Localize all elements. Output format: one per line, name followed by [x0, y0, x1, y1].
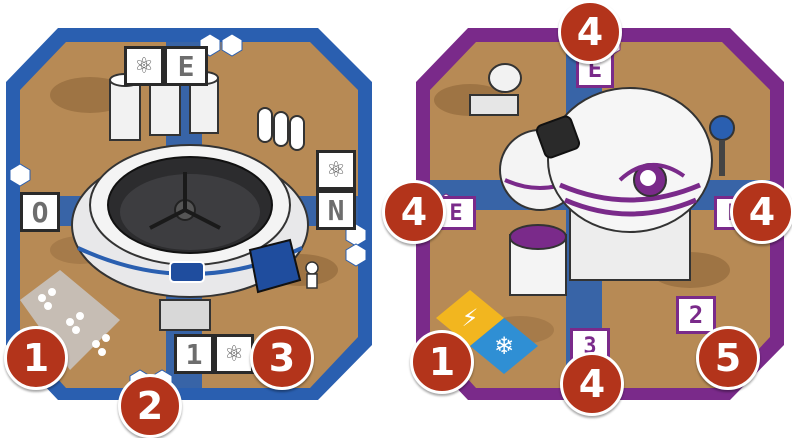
marker-right-right: 4 [730, 180, 792, 244]
left-label-right: N [316, 190, 356, 230]
snowflake-icon: ❄ [494, 332, 514, 360]
marker-left-1: 1 [4, 326, 68, 390]
marker-right-bottom-left: 1 [410, 330, 474, 394]
atom-icon: ⚛ [316, 150, 356, 190]
marker-right-left: 4 [382, 180, 446, 244]
lightning-icon: ⚡ [462, 304, 479, 332]
marker-left-3: 3 [250, 326, 314, 390]
left-label-top: E [164, 46, 208, 86]
marker-right-top: 4 [558, 0, 622, 64]
atom-icon: ⚛ [124, 46, 164, 86]
right-label-flask: 2 [676, 296, 716, 334]
marker-left-2: 2 [118, 374, 182, 438]
atom-icon: ⚛ [214, 334, 254, 374]
marker-right-bottom: 4 [560, 352, 624, 416]
left-label-bottom: 1 [174, 334, 214, 374]
left-label-left: O [20, 192, 60, 232]
marker-right-bottom-right: 5 [696, 326, 760, 390]
